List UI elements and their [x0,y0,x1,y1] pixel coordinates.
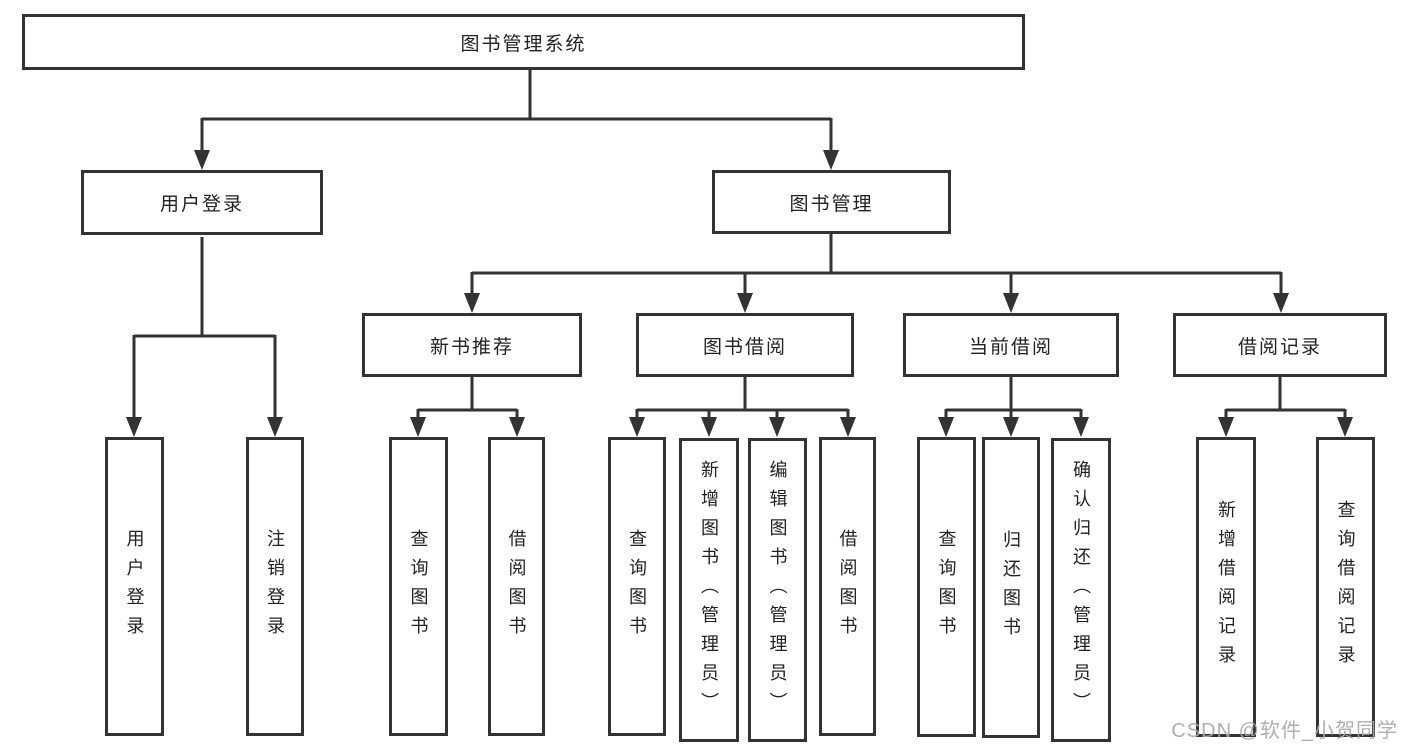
leaf-nbr-query-books: 查询图书 [389,437,448,736]
leaf-logout: 注销登录 [246,437,304,736]
leaf-bb-query-books: 查询图书 [608,437,666,736]
arrowhead-icons [126,150,1353,437]
leaf-bb-edit-books-admin: 编辑图书（管理员） [748,438,807,742]
leaf-cb-query-books: 查询图书 [917,437,976,737]
leaf-cb-return-books: 归还图书 [982,437,1040,738]
leaf-bb-borrow-books: 借阅图书 [819,437,876,736]
node-borrow-records: 借阅记录 [1173,313,1387,377]
leaf-nbr-borrow-books: 借阅图书 [488,437,545,736]
leaf-bb-add-books-admin: 新增图书（管理员） [679,438,739,742]
node-new-book-recommend: 新书推荐 [362,313,582,377]
watermark: CSDN @软件_小贺同学 [1171,720,1398,742]
node-book-management: 图书管理 [712,170,951,234]
leaf-user-login: 用户登录 [105,437,164,736]
leaf-br-add-record: 新增借阅记录 [1196,437,1256,737]
node-current-borrow: 当前借阅 [903,313,1119,377]
node-user-login: 用户登录 [81,170,323,235]
leaf-cb-confirm-return-admin: 确认归还（管理员） [1051,438,1111,742]
leaf-br-query-record: 查询借阅记录 [1316,437,1375,737]
node-root: 图书管理系统 [22,14,1025,70]
node-book-borrow: 图书借阅 [636,313,854,377]
